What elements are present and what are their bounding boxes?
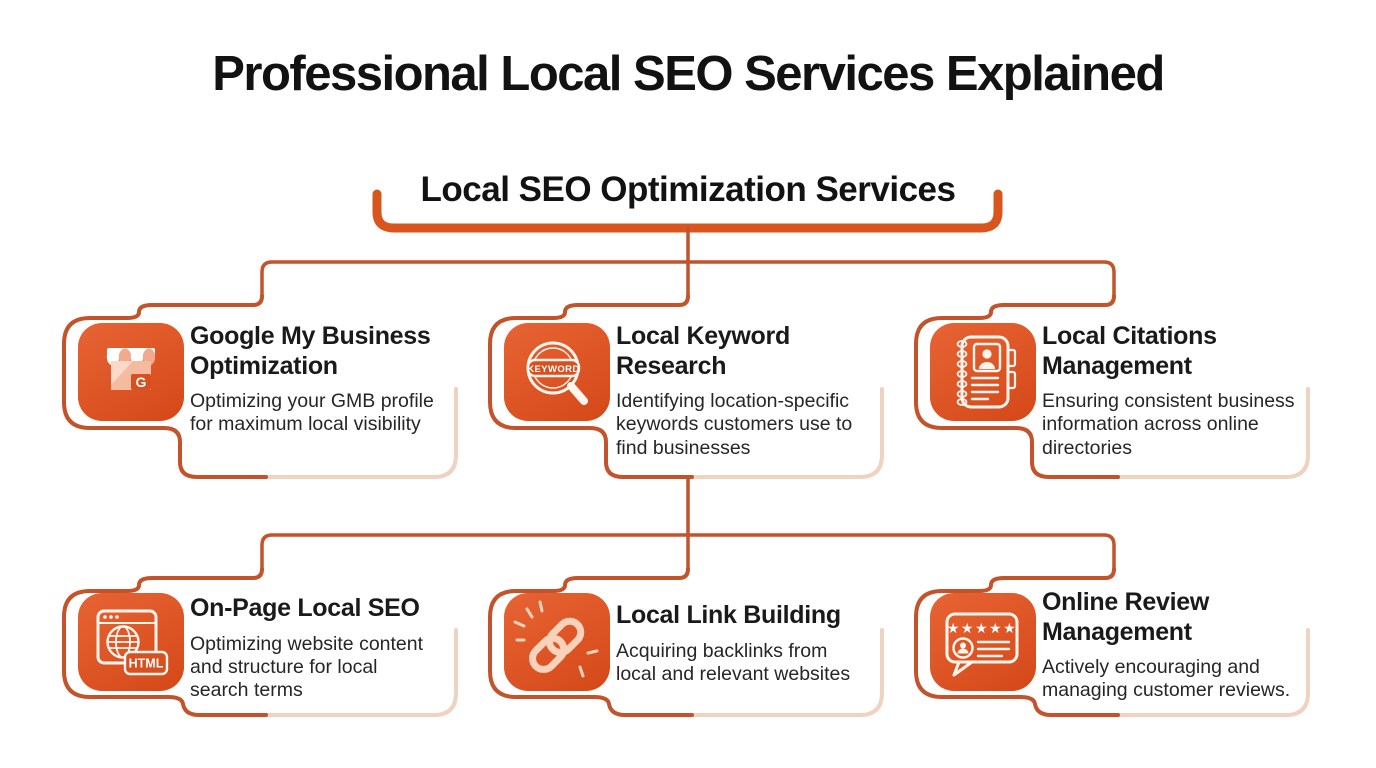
gmb-g-letter: G (136, 374, 147, 390)
card-link-icon-tile (504, 593, 610, 691)
storefront-gmb-icon: G (106, 348, 156, 390)
keyword-badge-label: KEYWORD (527, 364, 579, 375)
card-title: Local Citations Management (1042, 322, 1217, 380)
stars-row: ★★★★★ (947, 620, 1017, 636)
contact-book-icon (956, 335, 1017, 409)
html-badge-label: HTML (129, 657, 164, 671)
card-link: Local Link Building Acquiring backlinks … (616, 601, 916, 686)
card-review-icon-tile: ★★★★★ (930, 593, 1036, 691)
card-description: Acquiring backlinks from local and relev… (616, 639, 851, 685)
card-citations: Local Citations Management Ensuring cons… (1042, 322, 1342, 460)
chain-link-icon (513, 600, 599, 678)
card-title: On-Page Local SEO (190, 594, 420, 622)
card-review: Online Review Management Actively encour… (1042, 588, 1342, 703)
card-onpage-icon-tile: HTML (78, 593, 184, 691)
root-node-label: Local SEO Optimization Services (420, 170, 956, 209)
browser-html-icon: HTML (96, 609, 169, 676)
keyword-magnifier-icon: KEYWORD (526, 341, 588, 405)
card-description: Actively encouraging and managing custom… (1042, 656, 1291, 702)
card-gmb: Google My Business Optimization Optimizi… (190, 322, 490, 437)
card-description: Optimizing website content and structure… (190, 632, 424, 702)
card-citations-icon-tile (930, 323, 1036, 421)
card-description: Identifying location-specific keywords c… (616, 390, 853, 459)
card-gmb-icon-tile: G (78, 323, 184, 421)
card-keyword: Local Keyword Research Identifying locat… (616, 322, 916, 460)
card-title: Local Keyword Research (616, 322, 790, 380)
card-description: Optimizing your GMB profile for maximum … (190, 390, 434, 436)
card-description: Ensuring consistent business information… (1042, 390, 1295, 459)
card-title: Google My Business Optimization (190, 322, 431, 380)
card-keyword-icon-tile: KEYWORD (504, 323, 610, 421)
page-title: Professional Local SEO Services Explaine… (212, 47, 1165, 101)
card-title: Local Link Building (616, 601, 841, 629)
review-bubble-icon: ★★★★★ (945, 612, 1019, 677)
card-onpage: On-Page Local SEO Optimizing website con… (190, 594, 490, 703)
card-title: Online Review Management (1042, 588, 1209, 646)
